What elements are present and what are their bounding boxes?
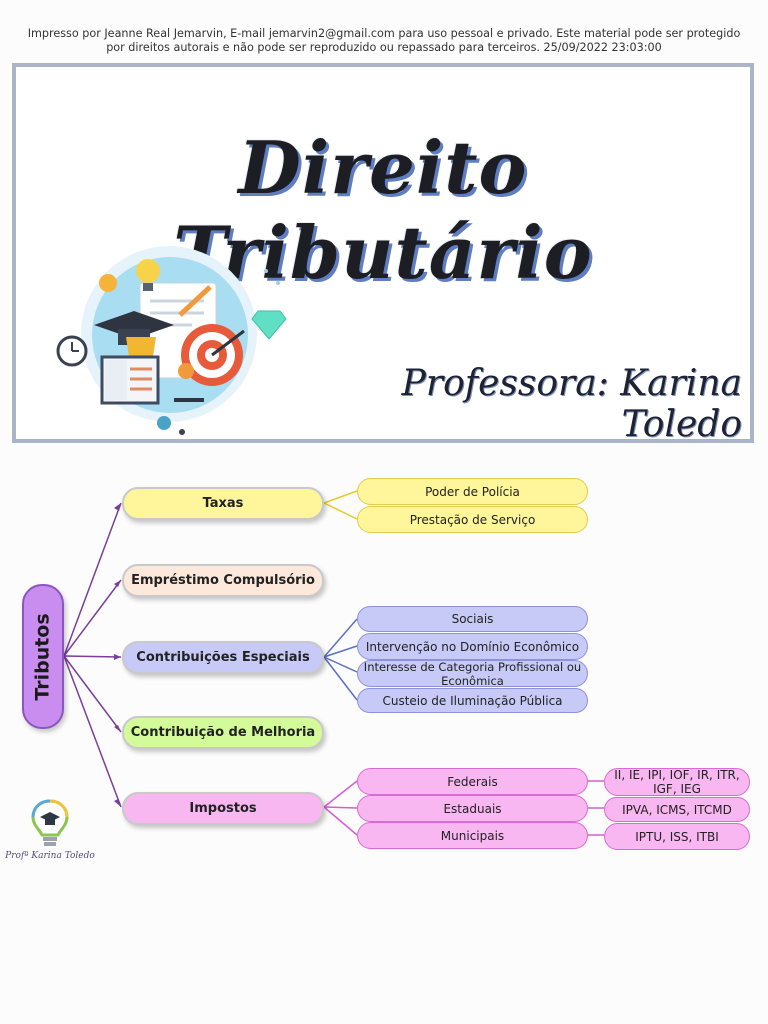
contribuicoes-item: Intervenção no Domínio Econômico (357, 633, 588, 660)
professor-name: Professora: Karina Toledo (401, 363, 742, 445)
branch-taxas: Taxas (122, 487, 324, 520)
logo-caption: Profª Karina Toledo (5, 851, 95, 861)
contribuicoes-item: Sociais (357, 606, 588, 632)
contribuicoes-item: Custeio de Iluminação Pública (357, 688, 588, 713)
print-notice: Impresso por Jeanne Real Jemarvin, E-mai… (27, 27, 741, 54)
cover-title: Direito Tributário (173, 125, 593, 295)
taxas-item: Poder de Polícia (357, 478, 588, 505)
taxas-item: Prestação de Serviço (357, 506, 588, 533)
impostos-item: Municipais (357, 822, 588, 849)
contribuicoes-item: Interesse de Categoria Profissional ou E… (357, 660, 588, 688)
branch-emprestimo-compulsorio: Empréstimo Compulsório (122, 564, 324, 597)
branch-contribuicao-melhoria: Contribuição de Melhoria (122, 716, 324, 749)
impostos-detail: IPVA, ICMS, ITCMD (604, 797, 750, 822)
impostos-item: Estaduais (357, 795, 588, 822)
root-node-label: Tributos (32, 612, 55, 701)
education-illustration (56, 246, 287, 435)
branch-contribuicoes-especiais: Contribuições Especiais (122, 641, 324, 674)
root-node-tributos: Tributos (22, 584, 64, 729)
cover-panel: Direito Tributário (12, 63, 754, 445)
impostos-detail: IPTU, ISS, ITBI (604, 823, 750, 850)
lightbulb-logo-icon (31, 799, 69, 846)
branch-impostos: Impostos (122, 792, 324, 825)
impostos-detail: II, IE, IPI, IOF, IR, ITR, IGF, IEG (604, 768, 750, 796)
impostos-item: Federais (357, 768, 588, 795)
